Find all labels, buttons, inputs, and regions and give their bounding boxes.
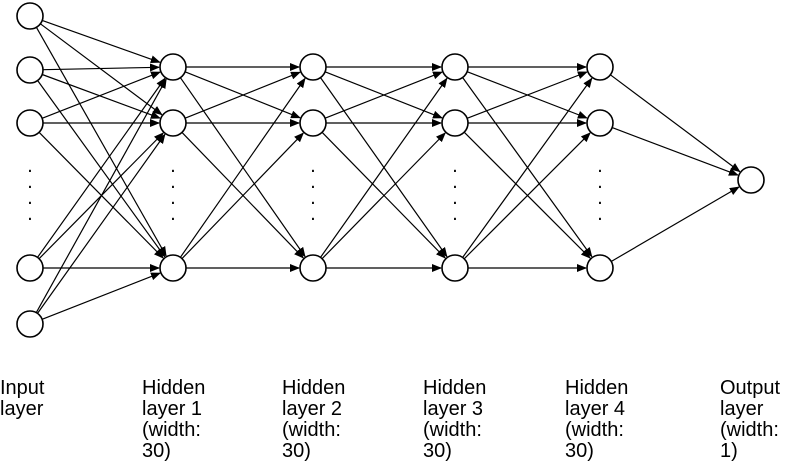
- neuron-hidden2-0: [299, 53, 327, 81]
- neuron-input-3: [16, 254, 44, 282]
- neuron-hidden3-2: [441, 254, 469, 282]
- edge-hidden2-2-to-hidden3-0: [320, 77, 448, 258]
- neuron-input-4: [16, 310, 44, 338]
- ellipsis-hidden2: ····: [310, 161, 316, 230]
- ellipsis-hidden3: ····: [452, 161, 458, 230]
- edge-input-3-to-hidden1-0: [37, 77, 166, 258]
- edge-input-4-to-hidden1-0: [35, 78, 167, 313]
- edge-hidden3-2-to-hidden4-0: [462, 77, 593, 258]
- neuron-input-2: [16, 109, 44, 137]
- hidden-layer-4-label: Hidden layer 4 (width: 30): [565, 377, 629, 462]
- ellipsis-hidden1: ····: [170, 161, 176, 230]
- neuron-hidden1-1: [159, 109, 187, 137]
- neuron-hidden4-1: [586, 109, 614, 137]
- edge-input-2-to-hidden1-0: [41, 71, 161, 119]
- neuron-hidden1-2: [159, 254, 187, 282]
- edge-hidden2-1-to-hidden3-0: [324, 71, 443, 119]
- hidden-layer-1-label: Hidden layer 1 (width: 30): [142, 377, 206, 462]
- neuron-input-1: [16, 56, 44, 84]
- output-layer-label: Output layer (width: 1): [720, 377, 781, 462]
- connection-edges: [35, 19, 741, 320]
- edge-input-0-to-hidden1-1: [40, 23, 163, 116]
- neuron-hidden1-0: [159, 53, 187, 81]
- edge-hidden3-1-to-hidden4-0: [466, 71, 588, 119]
- neuron-output-0: [737, 166, 765, 194]
- edge-input-4-to-hidden1-2: [41, 272, 161, 320]
- edge-hidden3-2-to-hidden4-1: [463, 132, 591, 260]
- neuron-hidden3-0: [441, 53, 469, 81]
- ellipsis-dots: ···· ···· ···· ···· ····: [27, 161, 603, 230]
- edge-input-0-to-hidden1-0: [41, 19, 161, 64]
- edge-hidden1-2-to-hidden2-0: [179, 77, 306, 258]
- neuron-hidden3-1: [441, 109, 469, 137]
- neuron-hidden4-2: [586, 254, 614, 282]
- edge-input-1-to-hidden1-0: [42, 63, 160, 72]
- neuron-nodes: [16, 2, 765, 338]
- edge-hidden4-2-to-output-0: [610, 186, 740, 263]
- hidden-layer-3-label: Hidden layer 3 (width: 30): [423, 377, 487, 462]
- ellipsis-input: ····: [27, 161, 33, 230]
- hidden-layer-2-label: Hidden layer 2 (width: 30): [282, 377, 346, 462]
- edge-hidden1-1-to-hidden2-0: [184, 71, 301, 119]
- edge-hidden4-0-to-output-0: [610, 74, 741, 173]
- edge-hidden1-2-to-hidden2-1: [181, 132, 304, 260]
- neuron-hidden2-2: [299, 254, 327, 282]
- neuron-input-0: [16, 2, 44, 30]
- edge-input-1-to-hidden1-1: [41, 73, 161, 119]
- neuron-hidden4-0: [586, 53, 614, 81]
- neuron-hidden2-1: [299, 109, 327, 137]
- input-layer-label: Input layer: [0, 377, 45, 420]
- ellipsis-hidden4: ····: [597, 161, 603, 230]
- edge-input-4-to-hidden1-1: [37, 133, 166, 314]
- edge-input-0-to-hidden1-2: [35, 27, 167, 257]
- edge-hidden2-2-to-hidden3-1: [321, 132, 446, 260]
- edge-hidden4-1-to-output-0: [611, 127, 739, 176]
